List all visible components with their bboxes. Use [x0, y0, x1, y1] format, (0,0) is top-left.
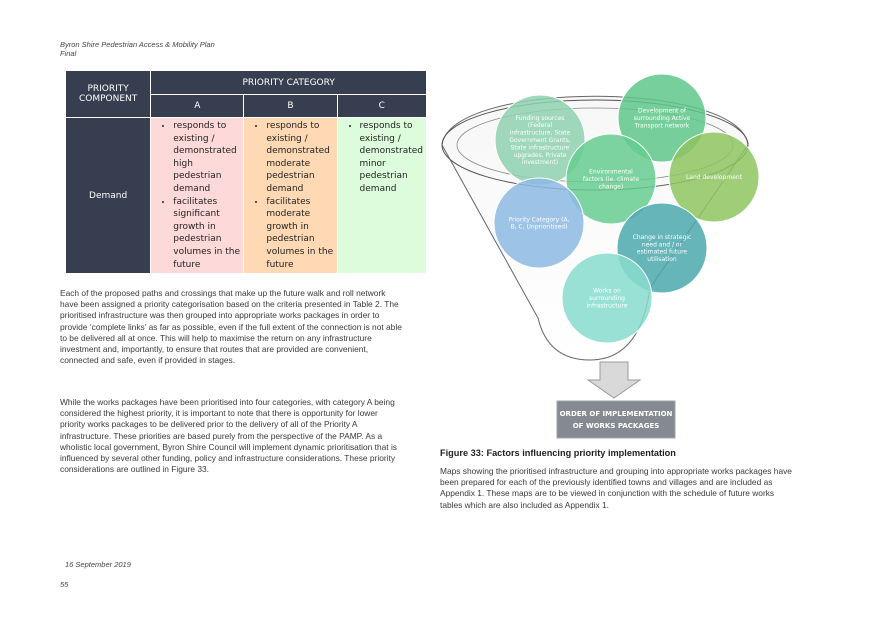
bubble-label: change) — [599, 183, 623, 190]
bubble-label: Works on — [593, 288, 621, 295]
bubble-label: Change in strategic — [633, 234, 692, 241]
body-paragraph: Each of the proposed paths and crossings… — [60, 288, 402, 366]
cell-category-a: responds to existing / demonstrated high… — [150, 116, 245, 275]
bubble-label: infrastructure — [587, 302, 628, 309]
criteria-item: responds to existing / demonstrated mino… — [360, 120, 423, 196]
bubble-label: Government Grants, — [509, 137, 570, 144]
bubble-label: Funding sources — [516, 115, 565, 122]
bubble-label: Development of — [638, 108, 687, 115]
row-label-demand: Demand — [64, 116, 152, 275]
column-header-c: C — [336, 94, 428, 118]
document-status: Final — [60, 49, 77, 58]
bubble-label: investment) — [522, 159, 558, 166]
arrow-down-icon — [586, 361, 642, 399]
bubble-circle — [561, 252, 653, 344]
body-paragraph: Maps showing the prioritised infrastruct… — [440, 466, 792, 510]
bubble-circle — [668, 131, 760, 223]
bubble-label: surrounding — [589, 295, 625, 302]
footer-date: 16 September 2019 — [65, 560, 131, 569]
priority-category-header: PRIORITY CATEGORY — [150, 70, 427, 95]
bubble-circle — [565, 133, 657, 225]
column-header-b: B — [243, 94, 338, 118]
bubble-land-development: Land development — [668, 131, 760, 223]
priority-component-header: PRIORITY COMPONENT — [64, 70, 152, 118]
bubble-label: Transport network — [634, 122, 690, 129]
priority-table: PRIORITY COMPONENT PRIORITY CATEGORY A B… — [64, 70, 428, 275]
document-title: Byron Shire Pedestrian Access & Mobility… — [60, 40, 215, 49]
bubble-circle — [617, 73, 707, 163]
implementation-order-label-line2: OF WORKS PACKAGES — [573, 422, 660, 430]
body-paragraph: While the works packages have been prior… — [60, 397, 397, 475]
cell-category-b: responds to existing / demonstrated mode… — [243, 116, 338, 275]
bubble-label: State infrastructure — [511, 144, 570, 151]
bubble-label: utilisation — [647, 256, 677, 263]
figure-caption: Figure 33: Factors influencing priority … — [440, 448, 676, 458]
bubble-label: Environmental — [589, 169, 633, 176]
criteria-item: responds to existing / demonstrated high… — [173, 120, 240, 196]
bubble-label: Land development — [686, 174, 743, 181]
bubble-label: Priority Category (A, — [509, 216, 570, 223]
bubble-label: (Federal — [528, 122, 553, 129]
criteria-item: facilitates significant growth in pedest… — [173, 196, 240, 272]
bubble-label: estimated future — [637, 249, 688, 256]
bubble-label: B, C, Unprioritised) — [511, 224, 568, 231]
bubble-label: factors (ie. climate — [583, 176, 640, 183]
implementation-order-label-line1: ORDER OF IMPLEMENTATION — [560, 410, 673, 418]
column-header-a: A — [150, 94, 245, 118]
bubble-label: surrounding Active — [634, 115, 691, 122]
bubble-priority-category: Priority Category (A,B, C, Unprioritised… — [493, 177, 585, 269]
criteria-item: responds to existing / demonstrated mode… — [266, 120, 333, 196]
bubble-label: upgrades, Private — [514, 152, 567, 159]
page-number: 55 — [60, 580, 69, 589]
bubble-circle — [493, 177, 585, 269]
cell-category-c: responds to existing / demonstrated mino… — [336, 116, 428, 275]
bubble-label: infrastructure, State — [510, 130, 571, 137]
bubble-label: need and / or — [642, 241, 683, 248]
implementation-order-box — [556, 400, 676, 439]
criteria-item: facilitates moderate growth in pedestria… — [266, 196, 333, 272]
